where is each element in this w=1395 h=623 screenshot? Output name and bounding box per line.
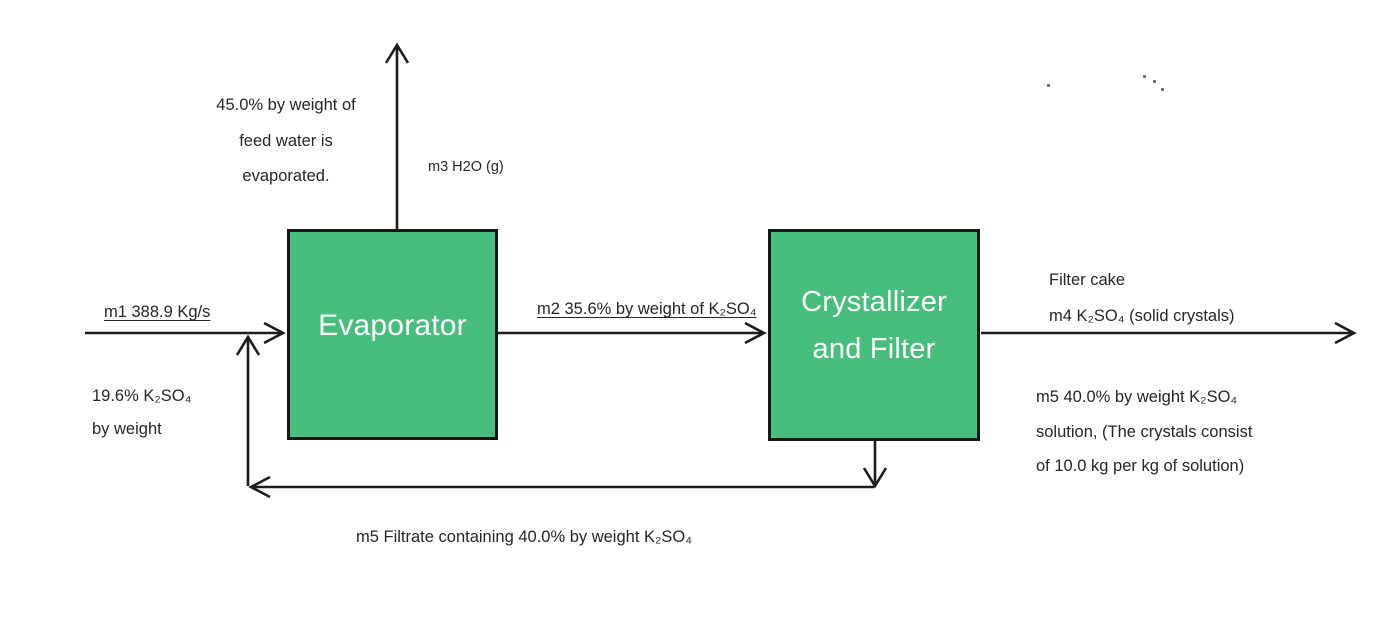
evaporation-note: 45.0% by weight of feed water is evapora… <box>195 88 377 195</box>
evaporator-label: Evaporator <box>318 308 467 342</box>
ink-speck <box>1161 88 1164 91</box>
feed-composition-line1: 19.6% K₂SO₄ <box>92 387 192 405</box>
product-note-line2: solution, (The crystals consist <box>1036 422 1253 441</box>
product-label-line1: Filter cake <box>1049 271 1126 289</box>
feed-composition-note: 19.6% K₂SO₄ by weight <box>92 380 191 446</box>
evaporation-note-line1: 45.0% by weight of <box>216 96 356 114</box>
vapor-stream-label: m3 H2O (g) <box>428 159 504 175</box>
product-solution-note: m5 40.0% by weight K₂SO₄ solution, (The … <box>1036 380 1252 484</box>
vapor-stream-arrow <box>384 42 410 229</box>
m2-stream-arrow <box>498 321 767 345</box>
product-label-line2: m4 K₂SO₄ (solid crystals) <box>1049 306 1235 325</box>
recycle-stream-label: m5 Filtrate containing 40.0% by weight K… <box>356 528 692 546</box>
ink-speck <box>1143 75 1146 78</box>
product-note-line3: of 10.0 kg per kg of solution) <box>1036 457 1245 475</box>
product-stream-arrow <box>981 321 1357 345</box>
feed-stream-label: m1 388.9 Kg/s <box>104 303 211 321</box>
evaporation-note-line2: feed water is <box>239 131 333 150</box>
m2-stream-label: m2 35.6% by weight of K₂SO₄ <box>537 300 757 318</box>
ink-speck <box>1153 80 1156 83</box>
ink-speck <box>1047 84 1050 87</box>
crystallizer-unit-box: Crystallizer and Filter <box>768 229 980 441</box>
product-note-line1: m5 40.0% by weight K₂SO₄ <box>1036 388 1238 406</box>
crystallizer-label-line1: Crystallizer <box>801 286 947 318</box>
feed-stream-arrow <box>85 321 286 345</box>
evaporation-note-line3: evaporated. <box>242 167 330 185</box>
feed-composition-line2: by weight <box>92 420 162 438</box>
crystallizer-label-line2: and Filter <box>812 333 936 365</box>
product-stream-label: Filter cake m4 K₂SO₄ (solid crystals) <box>1049 263 1235 334</box>
recycle-stream-arrow <box>235 334 888 499</box>
evaporator-unit-box: Evaporator <box>287 229 498 440</box>
